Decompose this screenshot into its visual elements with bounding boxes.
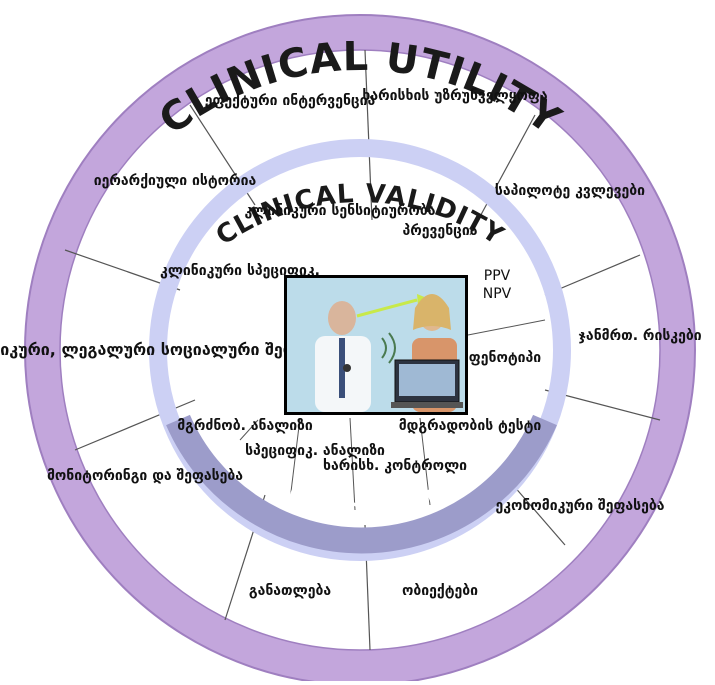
outer-segment-label: ობიექტები	[402, 583, 478, 599]
outer-segment-label: ეფექტური ინტერვენცია	[205, 93, 376, 109]
outer-segment-label: საპილოტე კვლევები	[495, 183, 645, 199]
outer-segment-label: ხარისხის უზრუნველყოფა	[362, 88, 547, 104]
outer-segment-label: იერარქიული ისტორია	[94, 173, 257, 189]
middle-segment-label: NPV	[483, 286, 512, 302]
middle-segment-label: კლინიკური სპეციფიკ.	[160, 263, 320, 279]
middle-segment-label: პრევენცია	[402, 223, 477, 239]
inner-segment-label: მდგრადობის ტესტი	[399, 418, 542, 434]
photo-illustration	[287, 278, 465, 412]
middle-segment-label: კლინიკური სენსიტიურობა	[245, 203, 436, 219]
middle-segment-labels: კლინიკური სენსიტიურობა პრევენცია PPV NPV…	[160, 203, 541, 366]
middle-segment-label: PPV	[484, 268, 511, 284]
inner-segment-label: მგრძნობ. ანალიზი	[177, 418, 313, 434]
inner-segment-label: სპეციფიკ. ანალიზი	[245, 443, 385, 459]
outer-segment-labels: ეფექტური ინტერვენცია ხარისხის უზრუნველყო…	[0, 88, 702, 599]
doctor-and-patient-photo-icon	[284, 275, 468, 415]
inner-dividers	[239, 319, 546, 511]
outer-segment-label: ეთიკური, ლეგალური სოციალური შედეგები	[0, 340, 342, 359]
inner-segment-labels: მგრძნობ. ანალიზი სპეციფიკ. ანალიზი ხარის…	[177, 418, 541, 474]
inner-segment-label: ხარისხ. კონტროლი	[323, 458, 467, 474]
outer-segment-label: ეკონომიკური შეფასება	[495, 498, 664, 514]
inner-ring	[166, 414, 557, 554]
outer-segment-label: ჯანმრთ. რისკები	[578, 328, 701, 344]
outer-segment-label: მონიტორინგი და შეფასება	[47, 468, 243, 484]
middle-segment-label: ფენოტიპი	[469, 350, 541, 366]
outer-segment-label: განათლება	[249, 583, 331, 599]
